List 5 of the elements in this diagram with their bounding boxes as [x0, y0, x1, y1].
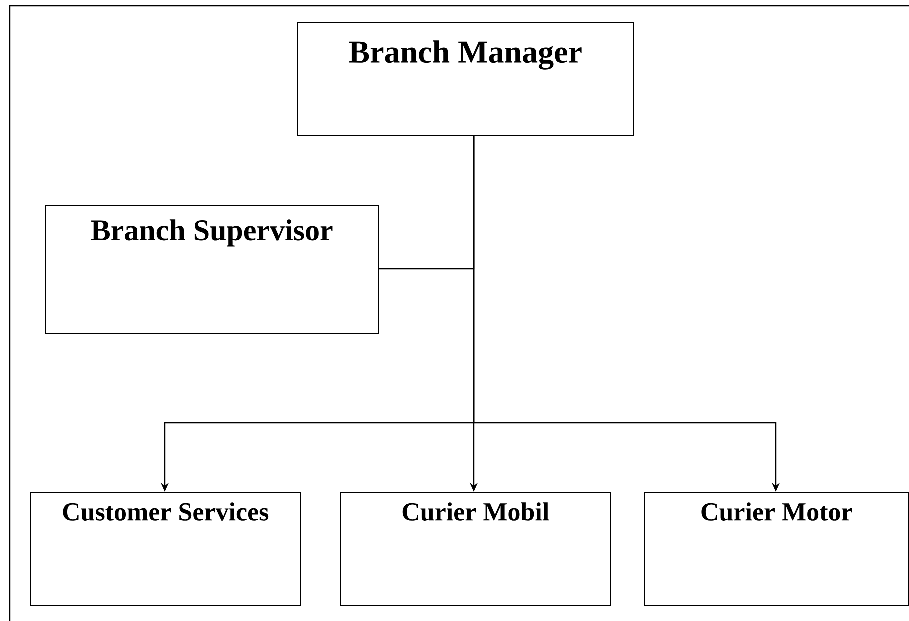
org-box: Curier Mobil: [340, 492, 612, 606]
org-box: Customer Services: [30, 492, 302, 606]
org-box: Curier Motor: [644, 492, 909, 606]
org-box: Branch Manager: [297, 22, 634, 136]
org-box: Branch Supervisor: [45, 205, 380, 334]
